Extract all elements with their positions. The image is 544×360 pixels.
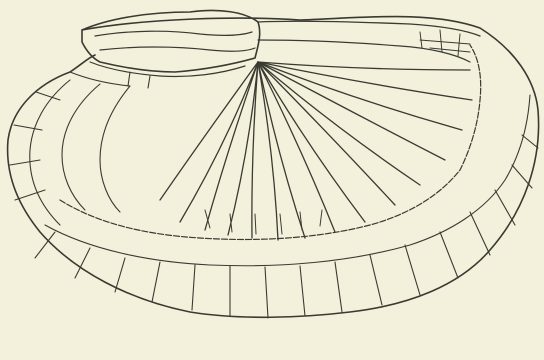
wing-drawing: [0, 0, 544, 360]
illustration-page: [0, 0, 544, 360]
paper-background: [0, 0, 544, 360]
